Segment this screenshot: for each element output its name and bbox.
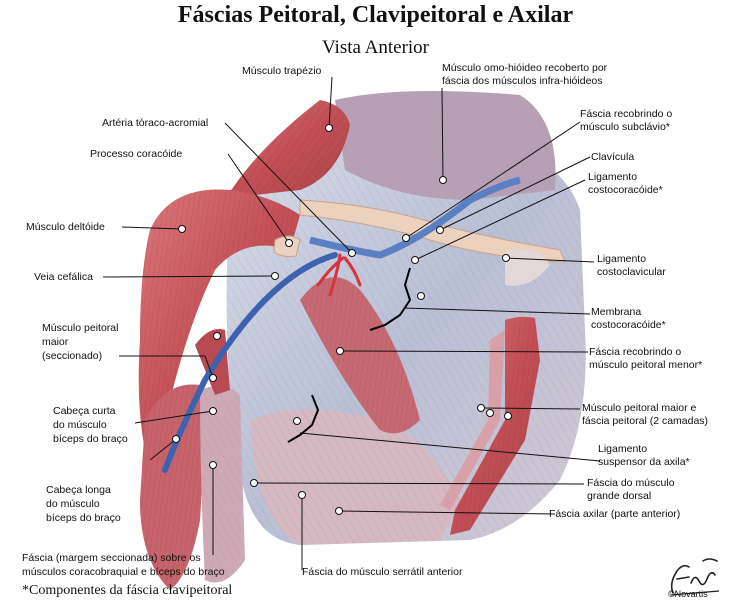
dot-grande-dorsal xyxy=(250,479,258,487)
label-peitoral-maior-1: Músculo peitoral xyxy=(42,322,119,334)
dot-peitoral-fascia-1 xyxy=(477,404,485,412)
label-grande-dorsal-2: grande dorsal xyxy=(587,490,652,502)
label-lig-costocoracoide-2: costocoracóide* xyxy=(588,184,663,196)
pectoralis-major-cut-left xyxy=(195,329,230,395)
dot-clavicula xyxy=(436,226,444,234)
dot-peitoral-fascia-3 xyxy=(504,412,512,420)
label-cabeca-curta-1: Cabeça curta xyxy=(53,405,116,417)
label-lig-costoclavicular-2: costoclavicular xyxy=(597,266,666,278)
artist-signature xyxy=(670,558,720,596)
label-membrana-2: costocoracóide* xyxy=(591,319,666,331)
cephalic-vein xyxy=(162,252,338,473)
label-lig-costocoracoide-1: Ligamento xyxy=(588,171,638,183)
label-processo-coracoide: Processo coracóide xyxy=(90,148,183,160)
label-lig-costoclavicular-1: Ligamento xyxy=(597,253,647,265)
pectoralis-minor-fibers xyxy=(300,277,420,434)
trapezius-fibers xyxy=(225,100,350,200)
label-fascia-peitoral-menor-2: músculo peitoral menor* xyxy=(589,359,703,371)
dot-peitoral-menor xyxy=(336,347,344,355)
deltoid-fibers xyxy=(138,189,300,470)
label-omo-hioideo-2: fáscia dos músculos infra-hióideos xyxy=(442,75,603,87)
label-musculo-deltoide: Músculo deltóide xyxy=(26,221,105,233)
label-lig-suspensor-1: Ligamento xyxy=(598,443,648,455)
label-cabeca-longa-1: Cabeça longa xyxy=(46,484,111,496)
dot-serratil xyxy=(298,491,306,499)
label-cabeca-longa-2: do músculo xyxy=(46,498,100,510)
label-fascia-margem-1: Fáscia (margem seccionada) sobre os xyxy=(22,552,201,564)
label-fascia-axilar: Fáscia axilar (parte anterior) xyxy=(549,508,681,520)
label-musculo-trapezio: Músculo trapézio xyxy=(242,65,322,77)
dot-veia xyxy=(271,272,279,280)
label-lig-suspensor-2: suspensor da axila* xyxy=(598,456,690,468)
dot-suspensor xyxy=(293,417,301,425)
dot-trapezio xyxy=(325,124,333,132)
suspensory-cut-edge xyxy=(287,394,320,443)
leader-dots xyxy=(172,124,512,515)
dot-coracoide xyxy=(285,239,293,247)
label-cabeca-curta-2: do músculo xyxy=(53,419,107,431)
label-omo-hioideo-1: Músculo omo-hióideo recoberto por xyxy=(442,62,608,74)
label-fascia-subclavio-1: Fáscia recobrindo o xyxy=(580,108,673,120)
label-cabeca-curta-3: bíceps do braço xyxy=(53,433,128,445)
label-cabeca-longa-3: bíceps do braço xyxy=(46,512,121,524)
dot-deltoide xyxy=(178,225,186,233)
copyright-company: ©Novartis xyxy=(668,589,708,599)
dot-membrana xyxy=(417,292,425,300)
membrane-cut-edge xyxy=(369,267,412,331)
label-fascia-margem-2: músculos coracobraquial e bíceps do braç… xyxy=(22,566,225,578)
dot-axilar xyxy=(335,507,343,515)
dot-arteria xyxy=(348,249,356,257)
label-peitoral-maior-3: (seccionado) xyxy=(42,350,103,362)
dot-omo-hioideo xyxy=(439,176,447,184)
dot-cabeca-longa xyxy=(172,435,180,443)
pectoralis-major-cut-right-fibers xyxy=(450,316,540,535)
dot-costoclavicular xyxy=(502,254,510,262)
footnote: *Componentes da fáscia clavipeitoral xyxy=(22,583,233,598)
neck-fibers xyxy=(335,91,556,200)
figure-subtitle: Vista Anterior xyxy=(321,37,430,58)
dot-peitoral-maior-left-2 xyxy=(213,332,221,340)
label-arteria-toraco: Artéria tóraco-acromial xyxy=(102,117,209,129)
dot-peitoral-maior-left xyxy=(209,374,217,382)
label-grande-dorsal-1: Fáscia do músculo xyxy=(587,477,675,489)
dot-costocoracoide xyxy=(411,256,419,264)
label-fascia-peitoral-menor-1: Fáscia recobrindo o xyxy=(589,346,682,358)
label-veia-cefalica: Veia cefálica xyxy=(34,271,93,283)
label-fascia-subclavio-2: músculo subclávio* xyxy=(580,121,670,133)
thoracoacromial-artery xyxy=(316,253,362,297)
dot-fascia-margem xyxy=(209,461,217,469)
biceps-short-head-fibers xyxy=(200,386,245,583)
biceps-long-head-fibers xyxy=(140,384,203,590)
label-serratil: Fáscia do músculo serrátil anterior xyxy=(302,566,463,578)
label-peitoral-fascia-2: fáscia peitoral (2 camadas) xyxy=(582,415,709,427)
label-peitoral-fascia-1: Músculo peitoral maior e xyxy=(582,402,697,414)
figure-title: Fáscias Peitoral, Clavipeitoral e Axilar xyxy=(177,2,574,28)
label-membrana-1: Membrana xyxy=(591,306,642,318)
dot-subclavio xyxy=(402,234,410,242)
dot-peitoral-fascia-2 xyxy=(486,409,494,417)
dot-cabeca-curta xyxy=(209,407,217,415)
label-peitoral-maior-2: maior xyxy=(42,336,69,348)
pectoral-fascia-cut-edge xyxy=(440,330,505,510)
leader-lines xyxy=(102,76,601,570)
label-clavicula: Clavícula xyxy=(591,151,635,163)
